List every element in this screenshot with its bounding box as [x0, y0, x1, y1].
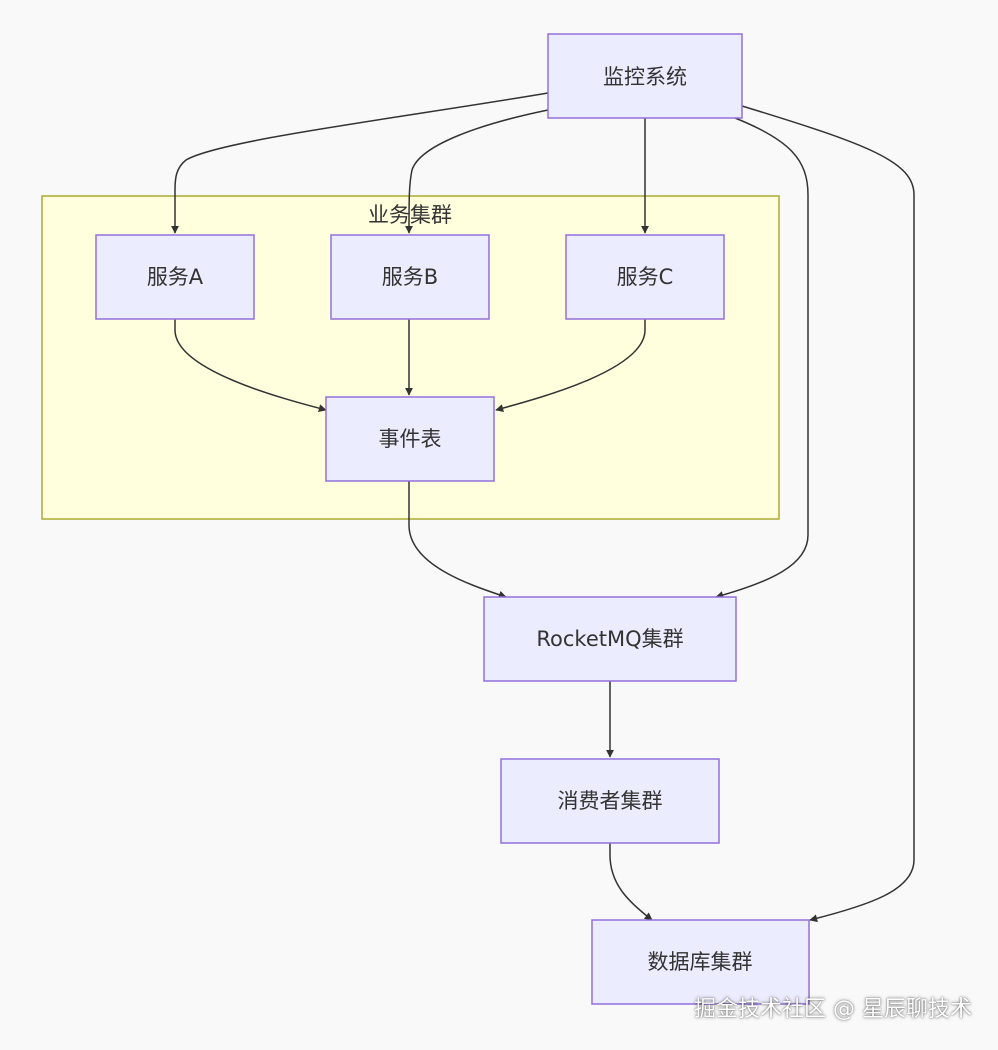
edge-monitor-service-b [405, 109, 549, 234]
node-monitor: 监控系统 [547, 33, 743, 119]
service-b-label: 服务B [382, 265, 438, 289]
node-event-table: 事件表 [325, 396, 495, 482]
rocketmq-box [483, 596, 737, 682]
edge-monitor-database [741, 105, 915, 923]
edge-event-table-rocketmq [408, 481, 507, 599]
edge-service-c-event-table [495, 319, 646, 412]
node-database: 数据库集群 [591, 919, 810, 1005]
node-service-b: 服务B [330, 234, 490, 320]
database-label: 数据库集群 [648, 950, 753, 974]
consumer-box [500, 758, 720, 844]
node-consumer: 消费者集群 [500, 758, 720, 844]
watermark-text: 掘金技术社区 @ 星辰聊技术 [694, 997, 972, 1022]
service-b-box [330, 234, 490, 320]
consumer-label: 消费者集群 [558, 789, 663, 813]
event-table-label: 事件表 [379, 427, 442, 451]
business-cluster-label: 业务集群 [368, 203, 452, 227]
node-service-a: 服务A [95, 234, 255, 320]
edge-consumer-database [609, 843, 653, 921]
event-table-box [325, 396, 495, 482]
node-rocketmq: RocketMQ集群 [483, 596, 737, 682]
service-c-box [565, 234, 725, 320]
edge-monitor-rocketmq [715, 117, 809, 599]
service-c-label: 服务C [617, 265, 674, 289]
monitor-label: 监控系统 [603, 65, 687, 89]
database-box [591, 919, 810, 1005]
edges [171, 92, 915, 923]
node-service-c: 服务C [565, 234, 725, 320]
edge-service-a-event-table [174, 319, 327, 413]
rocketmq-label: RocketMQ集群 [536, 627, 683, 651]
monitor-box [547, 33, 743, 119]
service-a-box [95, 234, 255, 320]
service-a-label: 服务A [147, 265, 204, 289]
edge-monitor-service-a [171, 92, 549, 234]
